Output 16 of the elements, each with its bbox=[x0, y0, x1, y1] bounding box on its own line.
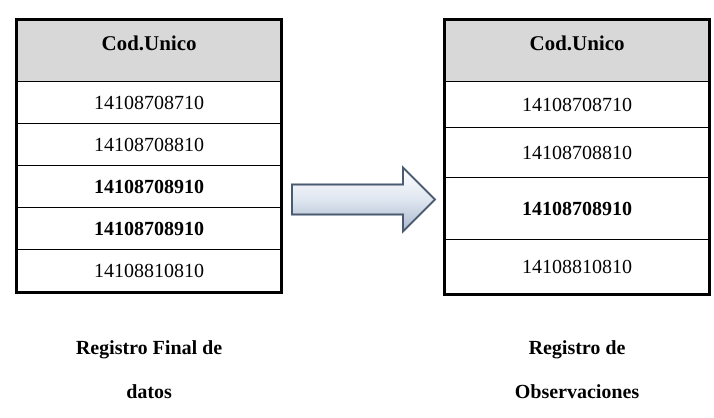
table-cell: 14108708710 bbox=[446, 81, 708, 127]
table-cell: 14108810810 bbox=[446, 239, 708, 293]
header-cell: Cod.Unico bbox=[446, 21, 708, 81]
data-table bbox=[443, 18, 711, 296]
table-caption: Registro de Observaciones bbox=[514, 336, 640, 405]
data-table bbox=[15, 18, 283, 294]
table-cell: 14108708810 bbox=[18, 123, 280, 165]
table-cell: 14108708910 bbox=[18, 165, 280, 207]
table-cell: 14108708810 bbox=[446, 127, 708, 177]
table-caption: Registro Final de datos bbox=[74, 336, 224, 405]
block-arrow bbox=[291, 165, 436, 234]
table-cell: 14108708910 bbox=[446, 177, 708, 239]
table-cell: 14108708910 bbox=[18, 207, 280, 249]
header-cell: Cod.Unico bbox=[18, 21, 280, 81]
table-cell: 14108708710 bbox=[18, 81, 280, 123]
table-cell: 14108810810 bbox=[18, 249, 280, 291]
